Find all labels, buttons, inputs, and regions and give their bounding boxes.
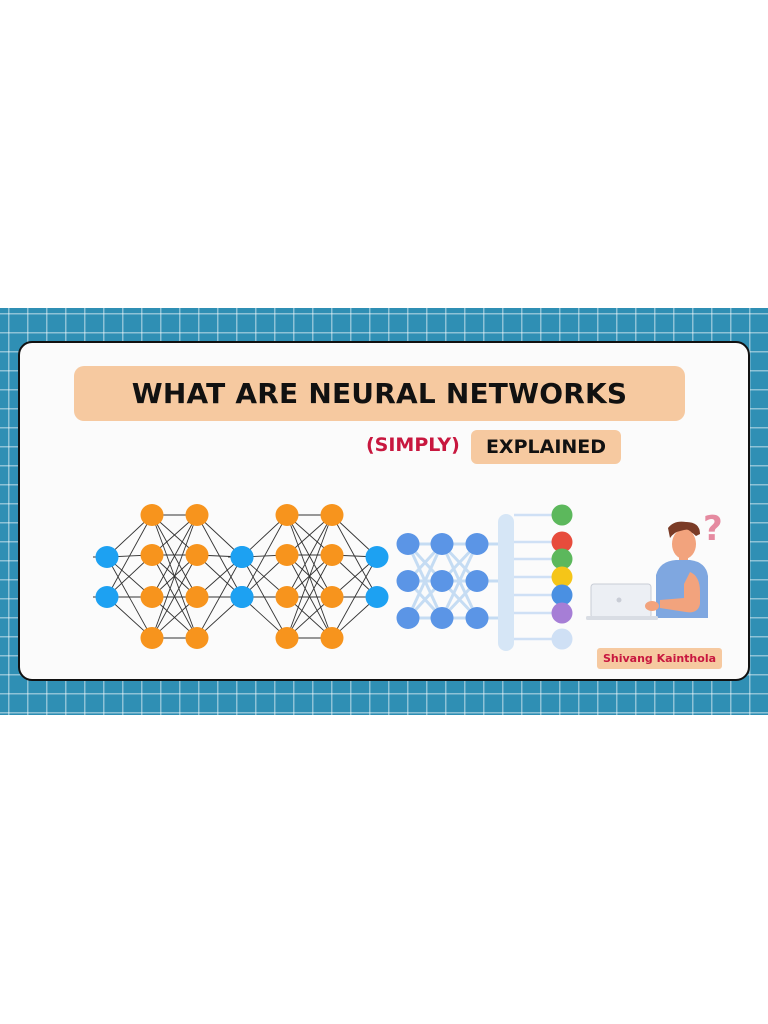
question-mark-icon: ? (703, 509, 723, 549)
network-edge (286, 514, 333, 639)
explained-tag: EXPLAINED (471, 430, 621, 464)
network-edge (151, 514, 198, 639)
network-node (140, 586, 164, 608)
person-with-laptop-icon: ? (586, 509, 723, 620)
network-edge (331, 556, 378, 639)
network-node (320, 586, 344, 608)
network-node (185, 544, 209, 566)
network-node (396, 533, 420, 555)
network-edge (196, 556, 243, 639)
network-node (465, 607, 489, 629)
network-edge (440, 543, 479, 619)
network-node (396, 570, 420, 592)
output-node (551, 566, 573, 588)
output-node (551, 602, 573, 624)
network-node (320, 504, 344, 526)
network-edge (406, 543, 444, 619)
network-node (185, 504, 209, 526)
network-node (140, 504, 164, 526)
aggregation-bar (498, 514, 514, 651)
network-edge (241, 556, 288, 639)
network-node (275, 627, 299, 649)
network-node (320, 627, 344, 649)
network-edge (106, 556, 153, 639)
network-node (230, 546, 254, 568)
subtitle-highlight: (SIMPLY) (366, 434, 460, 456)
network-node (465, 570, 489, 592)
network-edge (151, 514, 198, 598)
network-node (95, 546, 119, 568)
page-title: WHAT ARE NEURAL NETWORKS (131, 377, 628, 410)
network-edge (286, 554, 333, 639)
title-box: WHAT ARE NEURAL NETWORKS (74, 366, 685, 421)
output-node (551, 504, 573, 526)
network-node (396, 607, 420, 629)
network-node (140, 544, 164, 566)
output-node (551, 584, 573, 606)
network-node (365, 586, 389, 608)
network-node (140, 627, 164, 649)
network-node (320, 544, 344, 566)
network-node (230, 586, 254, 608)
network-diagram-left (93, 504, 254, 649)
author-name: Shivang Kainthola (602, 652, 717, 665)
network-node (275, 504, 299, 526)
output-node (551, 531, 573, 553)
network-node (185, 586, 209, 608)
network-node (430, 570, 454, 592)
network-node (275, 544, 299, 566)
explained-label: EXPLAINED (485, 436, 607, 458)
network-node (95, 586, 119, 608)
network-diagram-middle (228, 504, 389, 649)
output-node (551, 628, 573, 650)
network-edge (106, 514, 153, 598)
network-edge (286, 514, 333, 598)
output-node (551, 548, 573, 570)
author-tag: Shivang Kainthola (597, 648, 722, 669)
network-node (465, 533, 489, 555)
network-node (430, 533, 454, 555)
network-node (365, 546, 389, 568)
network-node (430, 607, 454, 629)
network-edge (151, 554, 198, 639)
network-edge (241, 514, 288, 598)
network-node (275, 586, 299, 608)
network-diagram-right (396, 504, 573, 651)
network-node (185, 627, 209, 649)
